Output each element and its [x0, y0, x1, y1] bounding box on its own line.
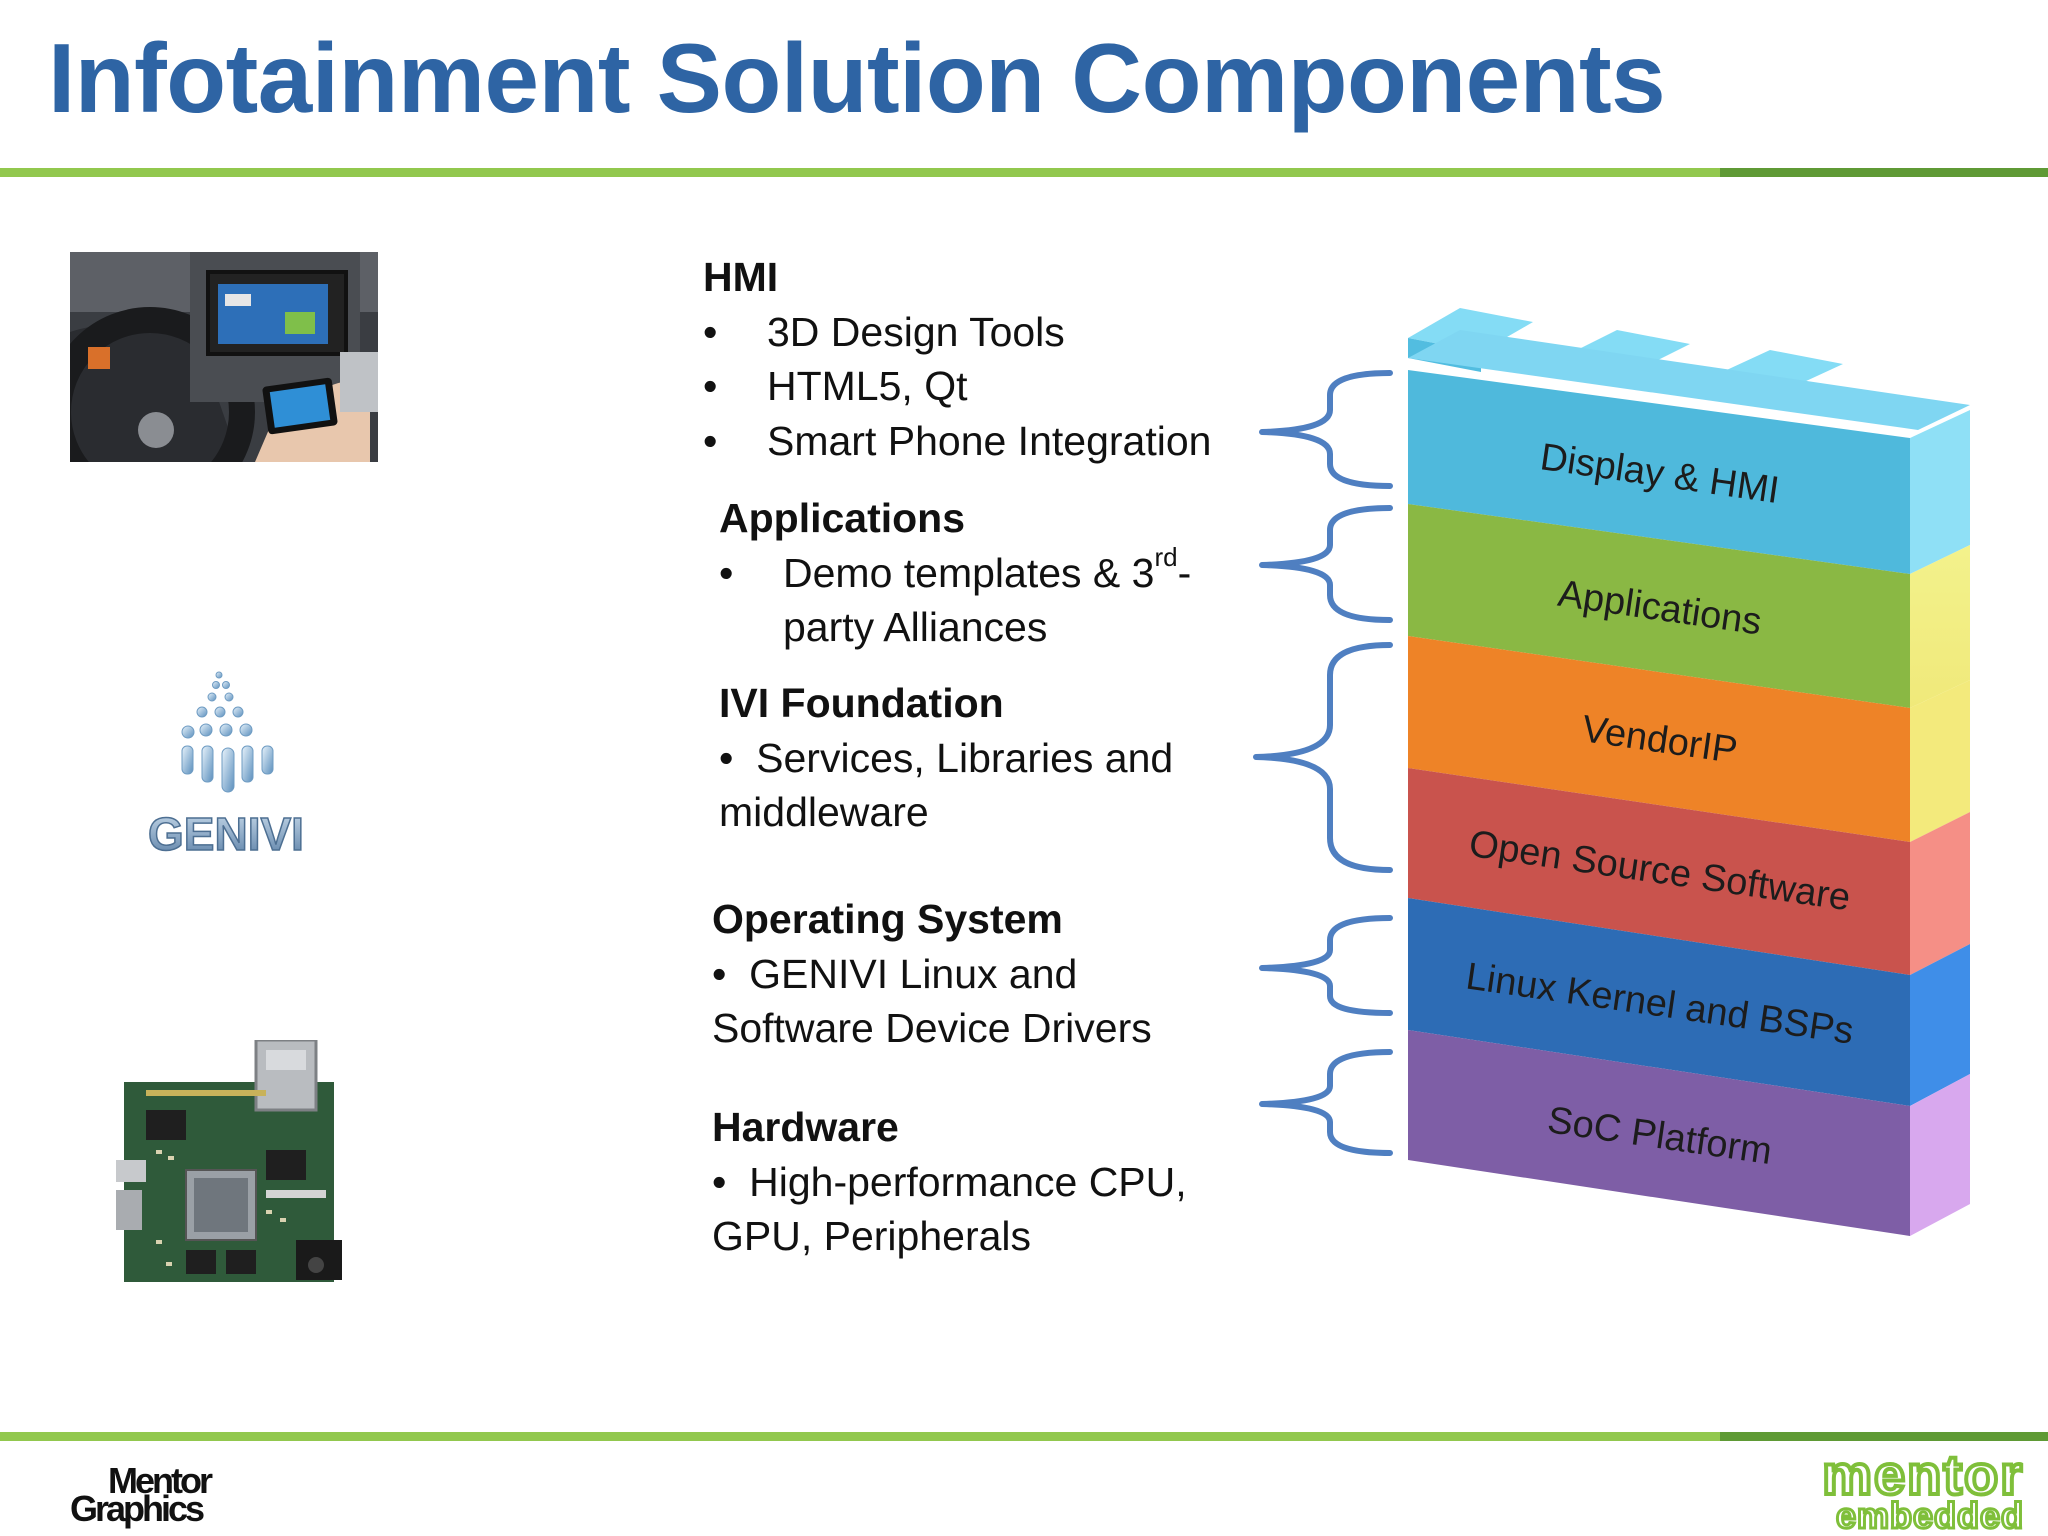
stack-layer-vendorip: [1408, 636, 1970, 842]
brace-ivi-foundation: [1253, 642, 1393, 873]
brace-operating-system: [1259, 915, 1393, 1016]
braces-group: [1253, 370, 1393, 1156]
genivi-logo: GENIVI: [147, 671, 305, 858]
ivi-foundation-bullet-continued: middleware: [719, 789, 929, 835]
hardware-heading: Hardware: [712, 1104, 899, 1150]
hmi-section: HMI •3D Design Tools •HTML5, Qt •Smart P…: [703, 250, 1211, 468]
applications-section: Applications •Demo templates & 3rd- part…: [719, 491, 1191, 655]
stack-top-face: [1408, 330, 1970, 430]
header-rule-accent: [1720, 168, 2048, 177]
genivi-logo-text: GENIVI: [148, 808, 304, 858]
operating-system-section: Operating System • GENIVI Linux and Soft…: [712, 892, 1152, 1056]
brace-hmi: [1259, 370, 1393, 489]
footer-rule: [0, 1432, 1720, 1441]
stack-layer-open-source: [1408, 768, 1970, 975]
applications-bullet-continued: party Alliances: [783, 604, 1048, 650]
mentor-embedded-logo: mentor embedded: [1820, 1446, 2024, 1532]
mentor-graphics-logo: Mentor Graphics: [70, 1460, 270, 1529]
mentor-graphics-logo-line2: Graphics: [70, 1488, 205, 1529]
operating-system-bullet: • GENIVI Linux and: [712, 950, 1078, 997]
brace-applications: [1259, 505, 1393, 623]
hmi-bullet: •HTML5, Qt: [703, 363, 968, 409]
ivi-foundation-heading: IVI Foundation: [719, 680, 1004, 726]
stack-layer-soc-platform: [1408, 1030, 1970, 1236]
stack-layer-applications: [1408, 504, 1970, 708]
hardware-bullet: • High-performance CPU,: [712, 1158, 1187, 1205]
slide-title: Infotainment Solution Components: [48, 23, 1666, 133]
mentor-embedded-logo-line2: embedded: [1836, 1495, 2024, 1532]
header-rule: [0, 168, 1720, 177]
ivi-foundation-bullet: • Services, Libraries and: [719, 734, 1174, 781]
applications-bullet: •Demo templates & 3rd-: [719, 541, 1192, 596]
hmi-bullet: •3D Design Tools: [703, 308, 1065, 355]
hardware-bullet-continued: GPU, Peripherals: [712, 1213, 1032, 1259]
mentor-graphics-logo-line1: Mentor: [108, 1460, 213, 1501]
hmi-heading: HMI: [703, 254, 779, 300]
hardware-board-photo: [116, 1040, 342, 1282]
mentor-embedded-logo-line1: mentor: [1822, 1446, 2024, 1506]
operating-system-bullet-continued: Software Device Drivers: [712, 1005, 1152, 1051]
stack-layer-linux-kernel: [1408, 898, 1970, 1106]
operating-system-heading: Operating System: [712, 896, 1063, 942]
hmi-bullet: •Smart Phone Integration: [703, 417, 1212, 464]
applications-heading: Applications: [719, 495, 966, 541]
footer-rule-accent: [1720, 1432, 2048, 1441]
hardware-section: Hardware • High-performance CPU, GPU, Pe…: [712, 1100, 1187, 1264]
stack-diagram: Display & HMI Applications VendorIP Open…: [1408, 308, 1970, 1236]
ivi-foundation-section: IVI Foundation • Services, Libraries and…: [719, 676, 1173, 840]
car-dashboard-photo: [70, 252, 378, 462]
stack-layer-display-hmi: [1408, 370, 1970, 574]
brace-hardware: [1259, 1049, 1393, 1156]
